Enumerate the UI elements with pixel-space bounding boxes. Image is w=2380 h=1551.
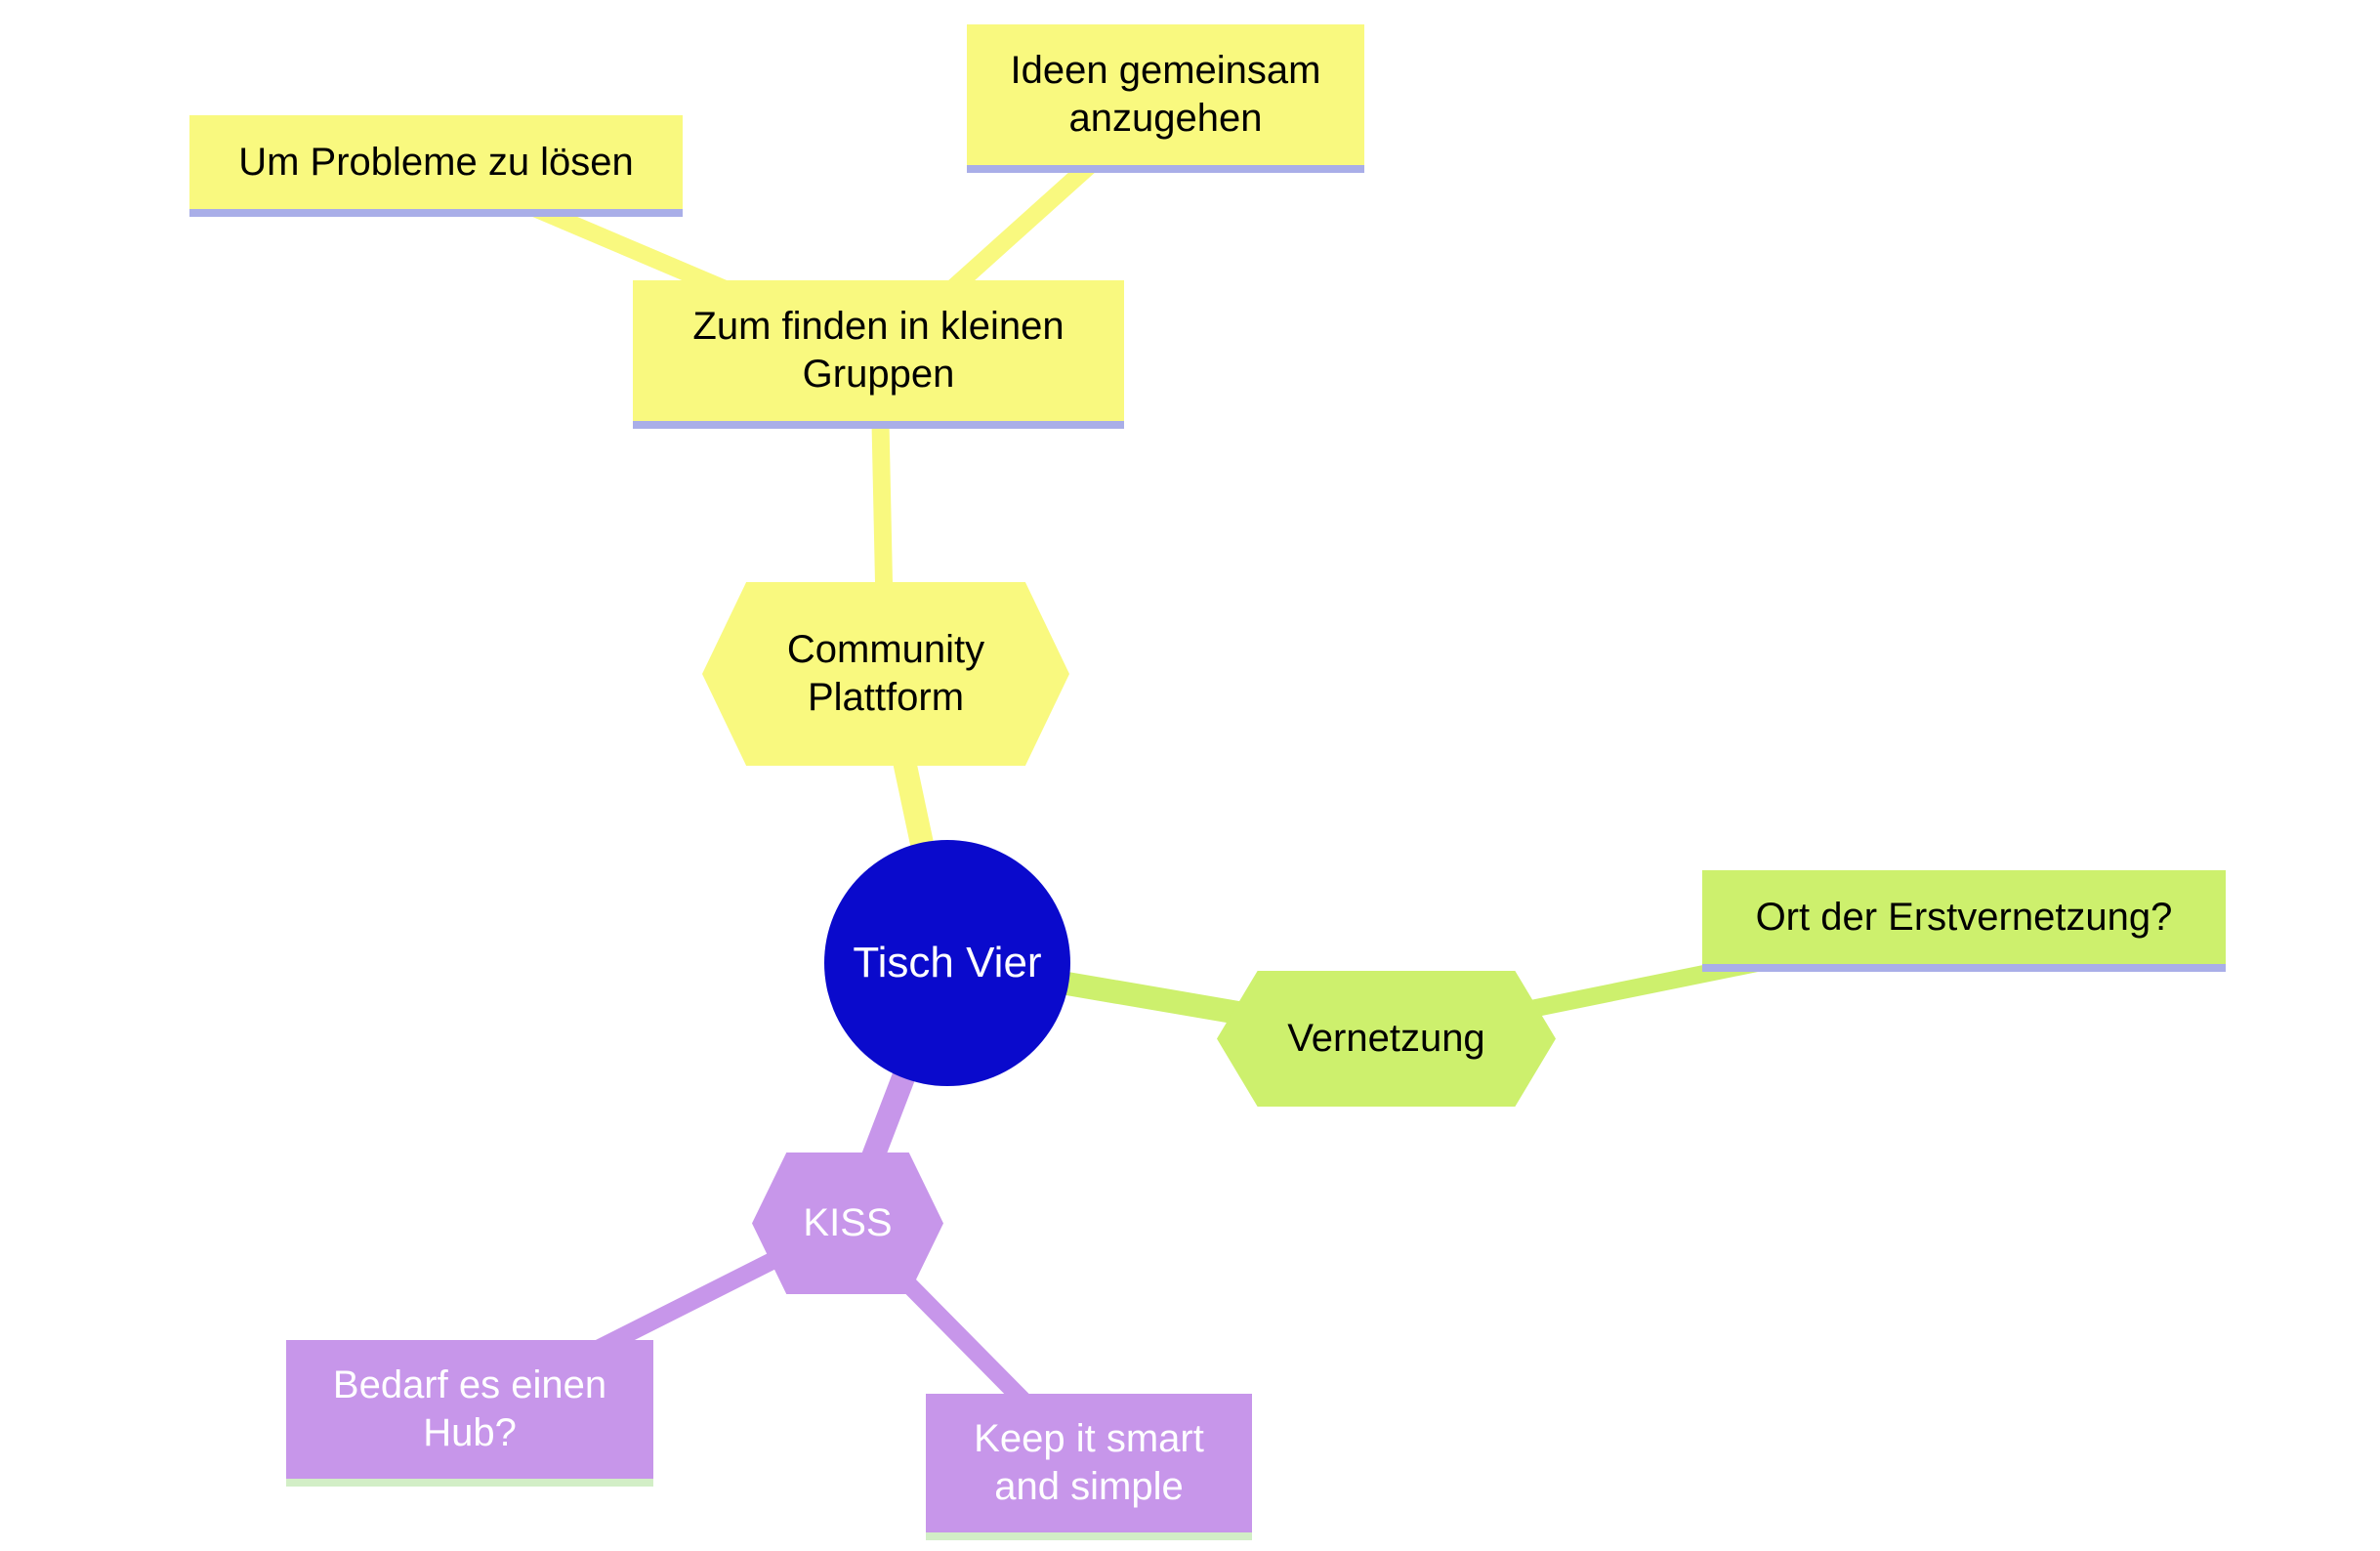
- node-label: Um Probleme zu lösen: [238, 140, 634, 184]
- node-um-probleme-zu-loesen[interactable]: Um Probleme zu lösen: [189, 115, 683, 217]
- node-ort-der-erstvernetzung[interactable]: Ort der Erstvernetzung?: [1702, 870, 2226, 972]
- node-community-plattform[interactable]: Community Plattform: [702, 582, 1069, 766]
- node-label: Ideen gemeinsam anzugehen: [1010, 49, 1321, 140]
- node-ideen-gemeinsam-anzugehen[interactable]: Ideen gemeinsam anzugehen: [967, 24, 1364, 173]
- node-bedarf-es-einen-hub[interactable]: Bedarf es einen Hub?: [286, 1340, 653, 1487]
- node-label: Keep it smart and simple: [974, 1417, 1204, 1508]
- node-root-tisch-vier[interactable]: Tisch Vier: [824, 840, 1070, 1086]
- node-label: Vernetzung: [1287, 1017, 1485, 1061]
- node-label: Zum finden in kleinen Gruppen: [692, 305, 1065, 396]
- node-label: Tisch Vier: [853, 939, 1042, 987]
- node-label: Ort der Erstvernetzung?: [1755, 895, 2173, 939]
- node-keep-it-smart-and-simple[interactable]: Keep it smart and simple: [926, 1394, 1252, 1540]
- node-label: Community Plattform: [786, 628, 985, 719]
- node-zum-finden-in-kleinen-gruppen[interactable]: Zum finden in kleinen Gruppen: [633, 280, 1124, 429]
- node-label: KISS: [803, 1201, 893, 1245]
- node-vernetzung[interactable]: Vernetzung: [1217, 971, 1556, 1107]
- node-label: Bedarf es einen Hub?: [332, 1363, 607, 1454]
- node-kiss[interactable]: KISS: [752, 1153, 943, 1294]
